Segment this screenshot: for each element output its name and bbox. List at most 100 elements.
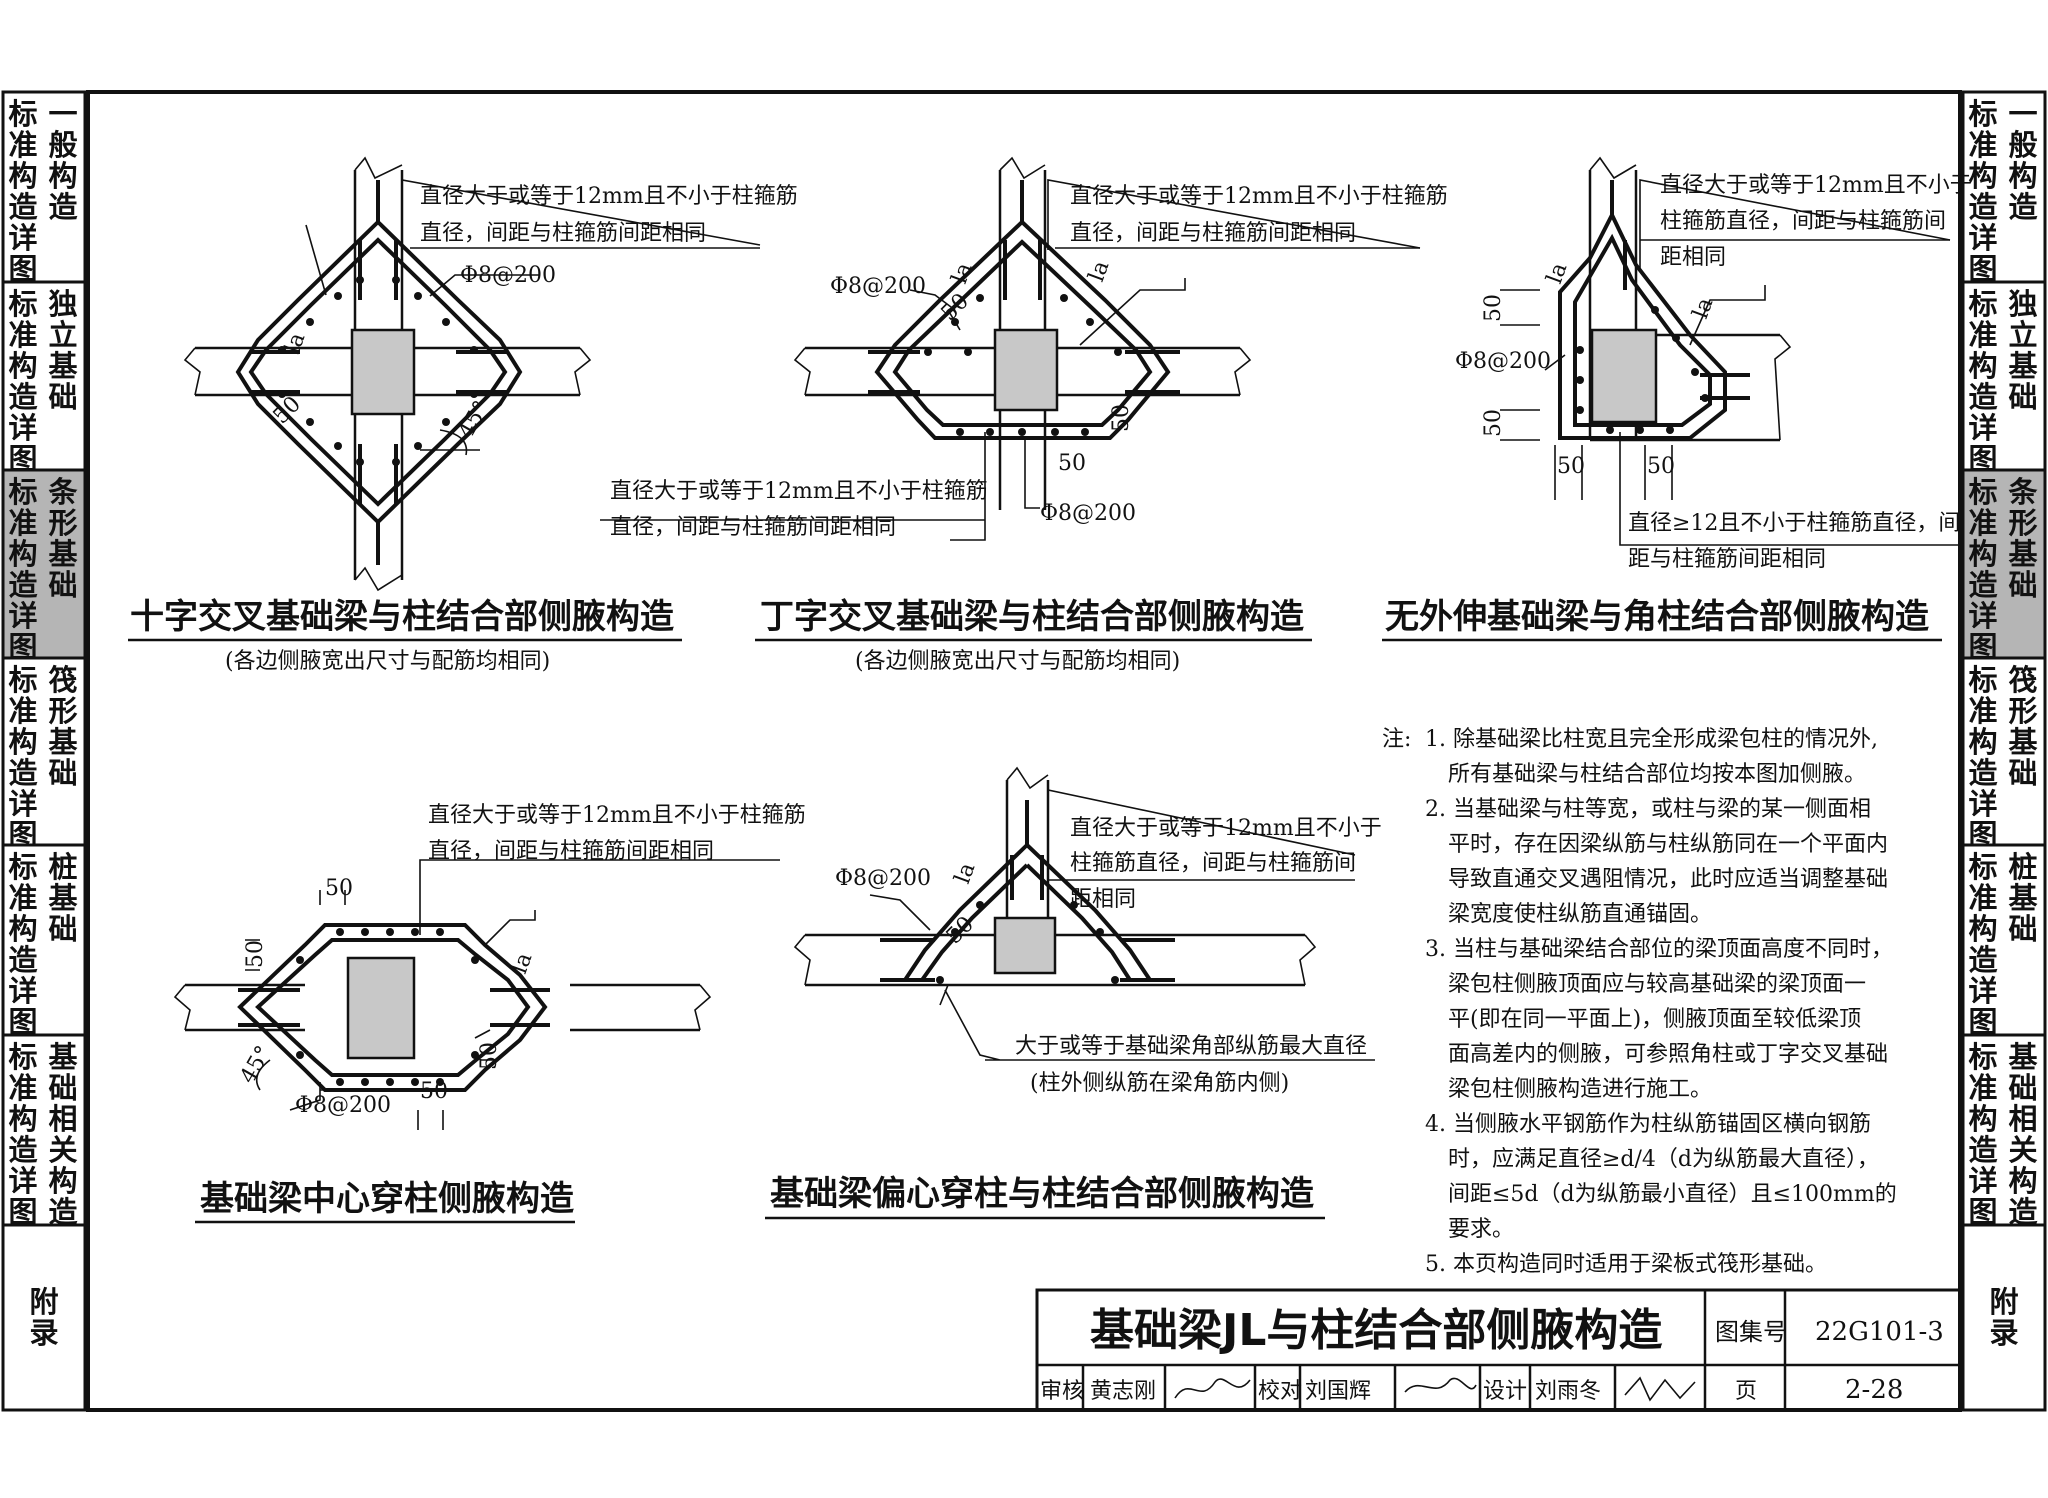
note-line: 要求。 (1448, 1217, 1514, 1242)
tab-category-char: 准 (8, 881, 37, 915)
tab-category-char: 造 (8, 568, 37, 602)
tab-section-char: 立 (48, 318, 77, 352)
tab-category-char: 详 (8, 974, 37, 1008)
note-line: 5. 本页构造同时适用于梁板式筏形基础。 (1425, 1252, 1827, 1277)
tab-section-char: 基 (48, 1040, 78, 1074)
dim-la: la (507, 950, 537, 977)
tab-section-char: 桩 (2008, 850, 2037, 884)
column-section (1590, 328, 1658, 424)
reviewer-signature (1174, 1378, 1251, 1399)
tab-category-char: 构 (8, 537, 37, 571)
note-line: 梁包柱侧腋顶面应与较高基础梁的梁顶面一 (1448, 972, 1866, 997)
note-top-1: 直径大于或等于12mm且不小于 (1660, 173, 1972, 198)
dim-la-2: la (1688, 295, 1718, 322)
tab-category-char: 构 (8, 725, 37, 759)
tab-category-char: 详 (1968, 974, 1997, 1008)
tab-category-char: 标 (1968, 850, 1997, 884)
note-line-1: 直径大于或等于12mm且不小于柱箍筋 (420, 184, 798, 209)
dim-50-3: 50 (477, 1042, 502, 1070)
detail-title: 丁字交叉基础梁与柱结合部侧腋构造 (760, 597, 1304, 637)
tab-section-char: 造 (2008, 190, 2037, 224)
tab-category-char: 造 (1968, 943, 1997, 977)
tab-section-char: 础 (2008, 1071, 2037, 1105)
tab-section-char: 附 (29, 1285, 58, 1319)
note-line: 梁宽度使柱纵筋直通锚固。 (1448, 902, 1712, 927)
tab-section-char: 础 (48, 380, 77, 414)
tab-category-char: 标 (8, 663, 37, 697)
tab-category-char: 标 (1968, 97, 1997, 131)
tab-category-char: 详 (8, 599, 37, 633)
general-notes: 注: 1. 除基础梁比柱宽且完全形成梁包柱的情况外,所有基础梁与柱结合部位均按本… (1382, 727, 1897, 1277)
tab-category-char: 准 (1968, 506, 1997, 540)
atlas-number: 22G101-3 (1815, 1317, 1944, 1347)
note-bot-2: 距与柱箍筋间距相同 (1628, 547, 1826, 572)
tab-category-char: 详 (1968, 411, 1997, 445)
dim-50: 50 (325, 876, 353, 901)
tab-category-char: 准 (8, 694, 37, 728)
checker-signature (1404, 1377, 1477, 1393)
tab-category-char: 图 (1968, 252, 1997, 286)
note-line: 面高差内的侧腋，可参照角柱或丁字交叉基础 (1448, 1042, 1888, 1067)
column-section (350, 328, 416, 416)
tab-section-char: 立 (2008, 318, 2037, 352)
designer-signature (1624, 1376, 1696, 1402)
tab-category-char: 标 (8, 97, 37, 131)
detail-eccentric-through: la 直径大于或等于12mm且不小于 柱箍筋直径，间距与柱箍筋间 距相同 Φ8@… (765, 766, 1382, 1220)
dim-la-2: la (1084, 258, 1114, 285)
dim-50-4: 50 (1647, 454, 1675, 479)
tab-section-char: 造 (2008, 1195, 2037, 1229)
tab-section-char: 条 (2008, 475, 2037, 509)
tab-section-char: 基 (2008, 349, 2038, 383)
tab-category-char: 造 (8, 190, 37, 224)
side-tab[interactable]: 附录 (1, 1223, 87, 1412)
tab-category-char: 图 (8, 1005, 37, 1039)
tab-category-char: 准 (8, 128, 37, 162)
note-line: 间距≤5d（d为纵筋最小直径）且≤100mm的 (1448, 1182, 1897, 1207)
dim-50: 50 (269, 392, 306, 429)
tab-category-char: 详 (1968, 1164, 1997, 1198)
review-label: 审核 (1040, 1379, 1084, 1404)
detail-title: 基础梁中心穿柱侧腋构造 (200, 1179, 574, 1219)
rebar-label-2: Φ8@200 (1040, 501, 1136, 526)
column-section (993, 916, 1057, 975)
detail-subtitle: (各边侧腋宽出尺寸与配筋均相同) (225, 649, 550, 674)
tab-category-char: 标 (1968, 287, 1997, 321)
note-line: 梁包柱侧腋构造进行施工。 (1448, 1077, 1712, 1102)
tab-section-char: 筏 (48, 663, 77, 697)
note-bot-1: 大于或等于基础梁角部纵筋最大直径 (1015, 1034, 1367, 1059)
tab-category-char: 准 (8, 1071, 37, 1105)
detail-title: 基础梁偏心穿柱与柱结合部侧腋构造 (770, 1174, 1314, 1214)
side-tab[interactable]: 附录 (1961, 1223, 2047, 1412)
designer-name: 刘雨冬 (1535, 1379, 1601, 1404)
note-line-1: 直径大于或等于12mm且不小于柱箍筋 (428, 803, 806, 828)
tab-category-char: 准 (8, 506, 37, 540)
rebar-label: Φ8@200 (835, 866, 931, 891)
detail-center-through: 直径大于或等于12mm且不小于柱箍筋 直径，间距与柱箍筋间距相同 50 50 5… (173, 803, 806, 1224)
dim-50: 50 (1481, 294, 1506, 322)
tab-section-char: 础 (2008, 912, 2037, 946)
tab-section-char: 基 (2008, 725, 2038, 759)
tab-category-char: 图 (8, 252, 37, 286)
tab-category-char: 标 (8, 850, 37, 884)
checker-name: 刘国辉 (1305, 1379, 1371, 1404)
note-top-3: 距相同 (1070, 887, 1136, 912)
tab-section-char: 形 (48, 694, 77, 728)
rebar-label-1: Φ8@200 (830, 274, 926, 299)
title-block: 基础梁JL与柱结合部侧腋构造 图集号 22G101-3 审核 黄志刚 校对 刘国… (1035, 1288, 1962, 1412)
tab-category-char: 构 (1968, 725, 1997, 759)
tab-section-char: 基 (48, 725, 78, 759)
design-label: 设计 (1483, 1379, 1527, 1404)
